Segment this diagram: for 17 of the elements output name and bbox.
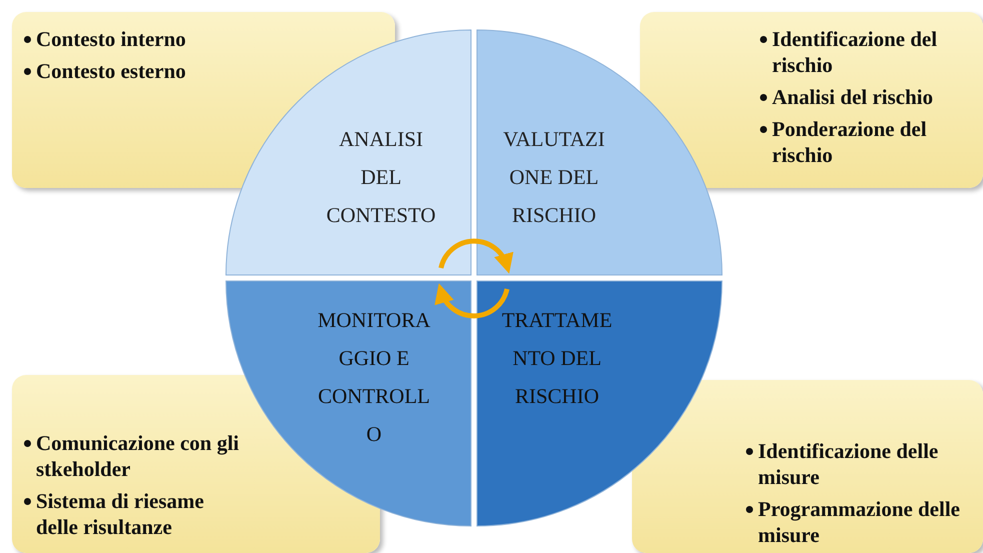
bullet-item: Contesto esterno bbox=[36, 58, 187, 84]
bullet-item: Ponderazione del rischio bbox=[772, 116, 928, 168]
bullet-item: Contesto interno bbox=[36, 26, 187, 52]
segment-label: VALUTAZIONE DEL RISCHIO bbox=[502, 126, 606, 229]
segment-label: TRATTAMENTO DEL RISCHIO bbox=[500, 307, 614, 410]
bullet-item: Analisi del rischio bbox=[772, 84, 934, 110]
segment-label: ANALISI DEL CONTESTO bbox=[326, 126, 436, 229]
bullet-item: Sistema di riesame delle risultanze bbox=[36, 488, 205, 540]
bullet-item: Programmazione delle misure bbox=[758, 496, 961, 548]
bullet-item: Comunicazione con gli stkeholder bbox=[36, 430, 240, 482]
text-box bbox=[632, 380, 983, 553]
text-box bbox=[640, 12, 983, 188]
segment-label: MONITORAGGIO E CONTROLLO bbox=[316, 307, 432, 448]
curved-arrow bbox=[438, 238, 512, 274]
bullet-item: Identificazione del rischio bbox=[772, 26, 938, 78]
bullet-item: Identificazione delle misure bbox=[758, 438, 940, 490]
curved-arrow bbox=[436, 283, 510, 318]
